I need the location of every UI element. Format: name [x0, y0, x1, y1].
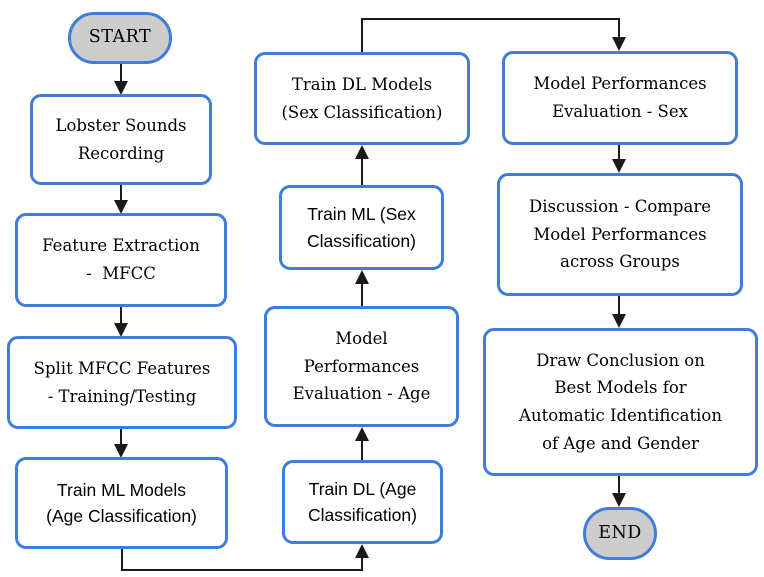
arrow-train-ml-age-to-train-dl-age — [121, 544, 369, 571]
node-discussion: Discussion - Compare Model Performances … — [497, 173, 743, 296]
node-train-dl-age-label: Train DL (Age Classification) — [308, 478, 417, 525]
node-split-mfcc-label: Split MFCC Features - Training/Testing — [33, 358, 211, 406]
node-feature-extraction-label: Feature Extraction - MFCC — [42, 236, 200, 283]
node-lobster-sounds-recording: Lobster Sounds Recording — [30, 94, 212, 185]
node-end-label: END — [598, 522, 642, 543]
node-end: END — [583, 507, 657, 560]
node-train-dl-sex: Train DL Models (Sex Classification) — [254, 52, 470, 145]
node-conclusion: Draw Conclusion on Best Models for Autom… — [483, 328, 758, 476]
node-model-perf-age: Model Performances Evaluation - Age — [264, 306, 459, 427]
node-start: START — [68, 12, 172, 64]
node-train-ml-age-label: Train ML Models (Age Classification) — [46, 479, 197, 526]
node-feature-extraction: Feature Extraction - MFCC — [15, 213, 227, 307]
node-model-perf-sex-label: Model Performances Evaluation - Sex — [533, 74, 707, 121]
node-train-ml-sex: Train ML (Sex Classification) — [279, 185, 444, 270]
node-discussion-label: Discussion - Compare Model Performances … — [529, 196, 711, 272]
node-lobster-sounds-recording-label: Lobster Sounds Recording — [55, 115, 187, 163]
node-start-label: START — [88, 27, 152, 48]
node-split-mfcc: Split MFCC Features - Training/Testing — [7, 336, 237, 429]
node-train-ml-age: Train ML Models (Age Classification) — [15, 457, 228, 549]
node-train-ml-sex-label: Train ML (Sex Classification) — [307, 204, 416, 251]
node-model-perf-sex: Model Performances Evaluation - Sex — [502, 51, 738, 145]
node-model-perf-age-label: Model Performances Evaluation - Age — [292, 328, 431, 404]
node-conclusion-label: Draw Conclusion on Best Models for Autom… — [519, 350, 722, 453]
arrow-train-dl-sex-to-model-perf-sex — [361, 18, 626, 52]
node-train-dl-age: Train DL (Age Classification) — [282, 460, 443, 544]
node-train-dl-sex-label: Train DL Models (Sex Classification) — [281, 74, 443, 122]
